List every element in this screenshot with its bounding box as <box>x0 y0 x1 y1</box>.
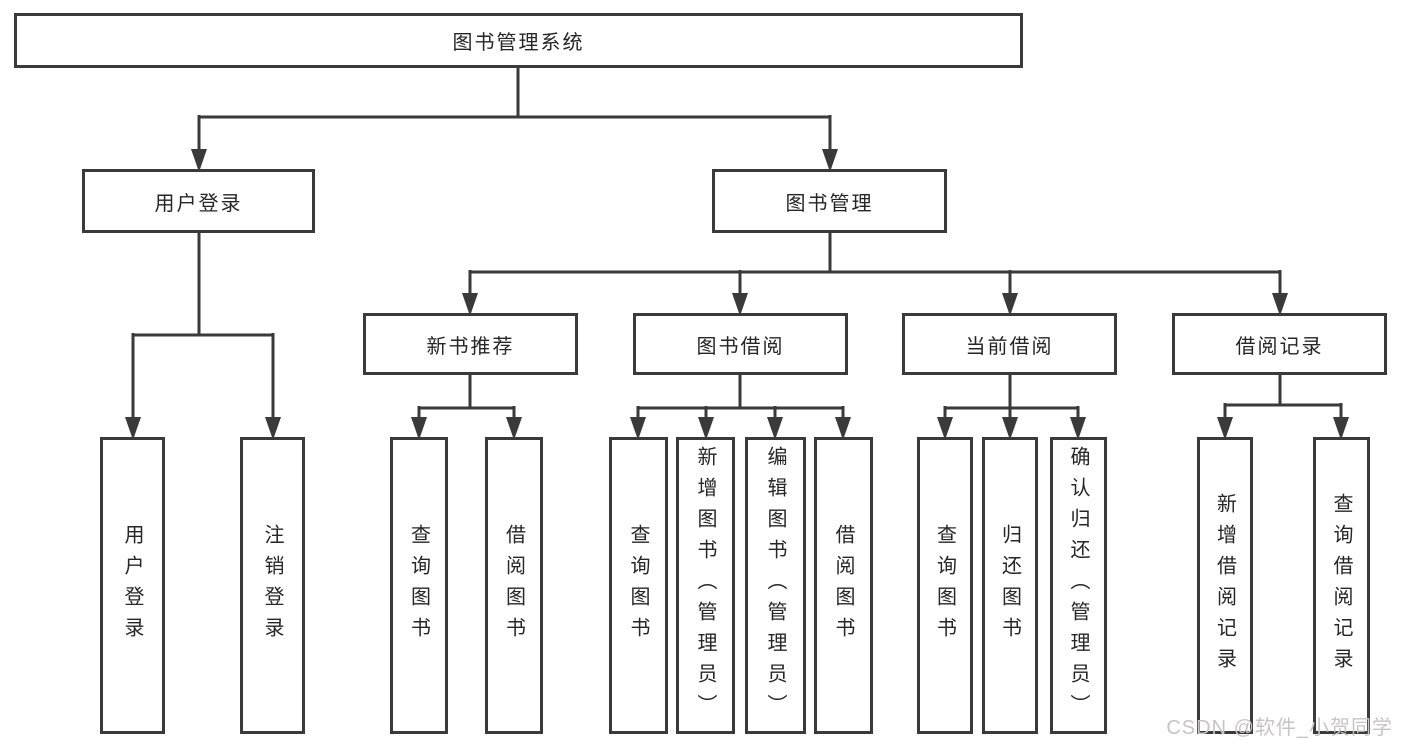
node-bb-add-book-admin: 新增图书（管理员） <box>676 437 735 734</box>
node-nbr-query-book: 查询图书 <box>390 437 448 734</box>
node-current-borrowing: 当前借阅 <box>902 313 1117 375</box>
node-bb-query-book: 查询图书 <box>609 437 668 734</box>
node-bb-edit-book-admin: 编辑图书（管理员） <box>745 437 806 734</box>
node-user-login: 用户登录 <box>82 169 315 233</box>
node-bb-borrow-book: 借阅图书 <box>814 437 873 734</box>
node-br-add-record: 新增借阅记录 <box>1197 437 1253 734</box>
node-cb-confirm-return-admin: 确认归还（管理员） <box>1050 437 1107 734</box>
node-root: 图书管理系统 <box>14 13 1023 68</box>
node-br-query-record: 查询借阅记录 <box>1313 437 1370 734</box>
node-cb-return-book: 归还图书 <box>982 437 1038 734</box>
node-nbr-borrow-book: 借阅图书 <box>485 437 543 734</box>
node-new-book-recommendation: 新书推荐 <box>363 313 578 375</box>
node-book-borrowing: 图书借阅 <box>633 313 848 375</box>
node-login: 用户登录 <box>100 437 165 734</box>
csdn-watermark: CSDN @软件_小贺同学 <box>1166 717 1393 739</box>
node-cb-query-book: 查询图书 <box>917 437 973 734</box>
node-logout: 注销登录 <box>240 437 305 734</box>
node-borrowing-records: 借阅记录 <box>1172 313 1387 375</box>
node-book-management: 图书管理 <box>712 169 947 233</box>
